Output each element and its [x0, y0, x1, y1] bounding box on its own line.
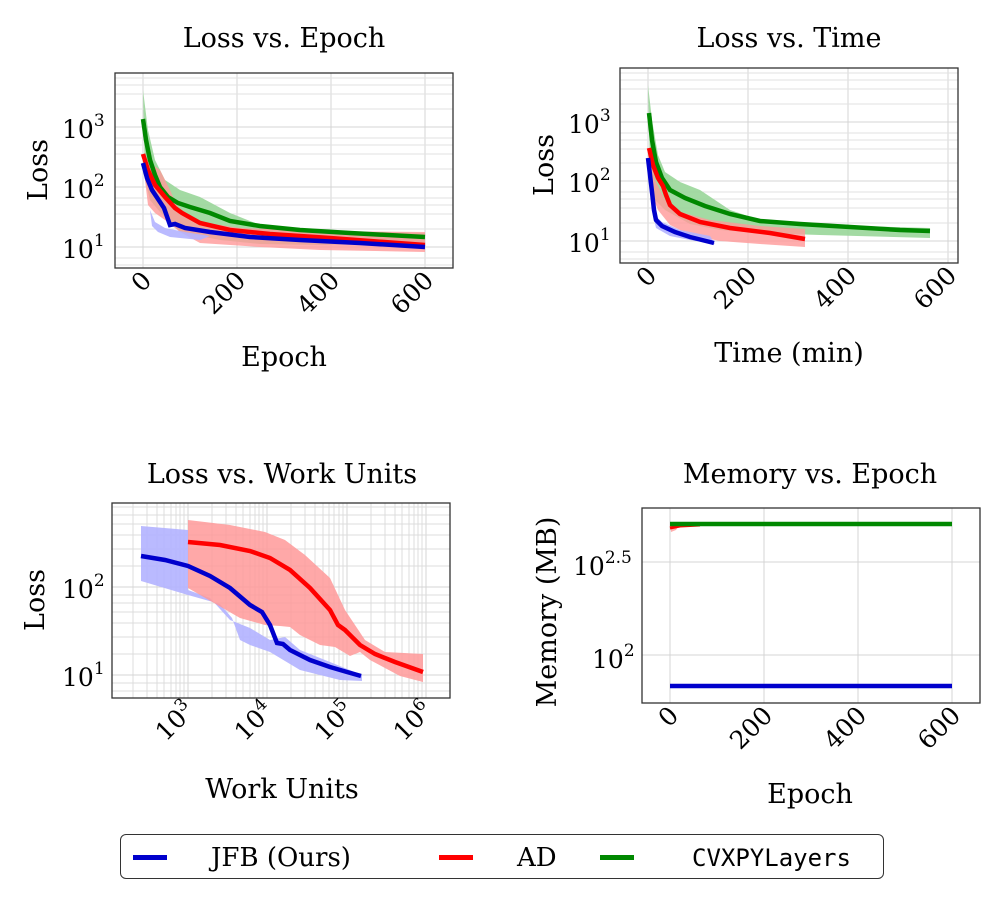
plot-title: Loss vs. Work Units	[147, 459, 417, 490]
svg-text:102.5: 102.5	[573, 548, 632, 581]
axis-box	[111, 502, 451, 699]
y-ticks: 102.5 102	[573, 548, 635, 674]
svg-text:102: 102	[568, 165, 611, 198]
cvxpy-line	[140, 118, 426, 240]
plot-loss-vs-work-units: Loss vs. Work Units 102 101	[20, 459, 451, 805]
x-axis-label: Epoch	[241, 342, 327, 373]
axis-box	[641, 507, 981, 704]
legend-label: AD	[517, 842, 557, 873]
jfb-line	[140, 162, 426, 250]
svg-text:102: 102	[62, 171, 105, 204]
legend-item-ad: AD	[439, 835, 557, 880]
jfb-band	[150, 210, 210, 240]
ad-band	[188, 520, 423, 682]
svg-text:101: 101	[62, 659, 105, 692]
plot-loss-vs-time: Loss vs. Time 103 102 101 Loss 0 20	[529, 23, 962, 369]
x-ticks: 0 200 400 600	[652, 701, 966, 755]
axis-box	[114, 72, 454, 269]
cvxpy-band	[143, 90, 425, 245]
x-axis-label: Time (min)	[714, 338, 864, 369]
jfb-line	[140, 553, 362, 679]
cvxpy-swatch-icon	[600, 855, 634, 860]
svg-text:101: 101	[62, 231, 105, 264]
svg-text:103: 103	[148, 694, 200, 746]
legend-label: JFB (Ours)	[211, 842, 351, 873]
x-ticks: 0 200 400 600	[125, 266, 439, 320]
y-axis-label: Loss	[20, 569, 51, 631]
svg-text:102: 102	[62, 571, 105, 604]
svg-text:400: 400	[291, 266, 345, 320]
svg-text:400: 400	[818, 701, 872, 755]
legend: JFB (Ours) AD CVXPYLayers	[120, 834, 884, 879]
axis-box	[619, 67, 959, 264]
x-ticks: 103 104 105 106	[148, 694, 438, 746]
svg-text:200: 200	[708, 261, 762, 315]
y-ticks: 103 102 101	[62, 111, 105, 264]
ad-band	[648, 150, 805, 247]
svg-text:103: 103	[568, 106, 611, 139]
cvxpy-line	[646, 112, 931, 234]
svg-text:600: 600	[385, 266, 439, 320]
svg-text:102: 102	[592, 641, 635, 674]
jfb-band	[141, 526, 362, 681]
plot-title: Loss vs. Time	[697, 23, 882, 54]
jfb-line	[645, 157, 715, 246]
svg-text:106: 106	[386, 694, 438, 746]
y-ticks: 102 101	[62, 571, 105, 692]
y-axis-label: Memory (MB)	[532, 517, 563, 708]
x-axis-label: Epoch	[767, 779, 853, 810]
ad-swatch-icon	[439, 855, 473, 860]
svg-text:104: 104	[227, 694, 279, 746]
legend-item-cvxpylayers: CVXPYLayers	[600, 835, 851, 880]
svg-text:400: 400	[808, 261, 862, 315]
plot-loss-vs-epoch: Loss vs. Epoch 103 102 101	[23, 23, 454, 373]
plot-title: Memory vs. Epoch	[683, 459, 937, 490]
ad-line	[646, 147, 806, 242]
plot-title: Loss vs. Epoch	[183, 23, 386, 54]
svg-text:200: 200	[197, 266, 251, 320]
jfb-swatch-icon	[133, 855, 167, 860]
svg-text:600: 600	[908, 261, 962, 315]
legend-label: CVXPYLayers	[692, 843, 851, 872]
ad-line	[187, 539, 424, 675]
svg-text:101: 101	[568, 225, 611, 258]
x-axis-label: Work Units	[205, 774, 359, 805]
x-ticks: 0 200 400 600	[630, 261, 962, 315]
y-axis-label: Loss	[529, 134, 560, 196]
svg-text:0: 0	[652, 701, 684, 733]
svg-text:0: 0	[630, 261, 662, 293]
ad-line	[140, 153, 426, 248]
svg-text:200: 200	[724, 701, 778, 755]
y-axis-label: Loss	[23, 139, 54, 201]
grid	[642, 508, 980, 703]
svg-text:0: 0	[125, 266, 157, 298]
y-ticks: 103 102 101	[568, 106, 611, 258]
svg-text:600: 600	[912, 701, 966, 755]
svg-text:105: 105	[307, 694, 359, 746]
plot-memory-vs-epoch: Memory vs. Epoch 102.5 102 Memory (MB) 0…	[532, 459, 981, 810]
legend-item-jfb: JFB (Ours)	[133, 835, 351, 880]
svg-text:103: 103	[62, 111, 105, 144]
